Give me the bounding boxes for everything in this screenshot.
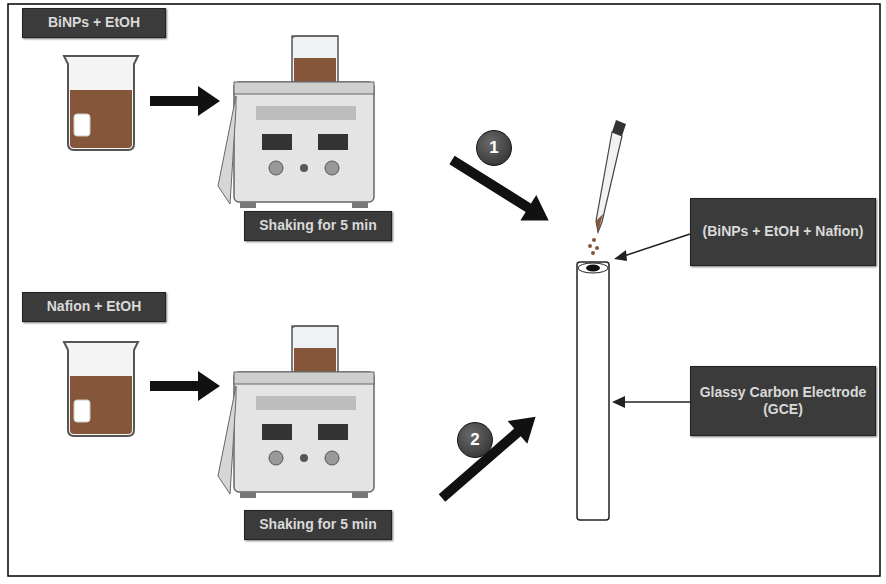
callout-number: 2: [470, 430, 479, 450]
label-text: Glassy Carbon Electrode (GCE): [699, 384, 867, 419]
callout-number: 1: [489, 138, 498, 158]
step-number: 1: [476, 130, 512, 166]
label-box: Nafion + EtOH: [22, 292, 166, 322]
label-text: (BiNPs + EtOH + Nafion): [702, 223, 863, 241]
label-box: (BiNPs + EtOH + Nafion): [690, 198, 876, 266]
label-box: Shaking for 5 min: [244, 211, 392, 241]
label-text: Shaking for 5 min: [259, 217, 376, 235]
step-number: 2: [457, 422, 493, 458]
label-text: Nafion + EtOH: [47, 298, 142, 316]
label-text: BiNPs + EtOH: [48, 14, 140, 32]
label-text: Shaking for 5 min: [259, 516, 376, 534]
label-box: Shaking for 5 min: [244, 510, 392, 540]
label-box: Glassy Carbon Electrode (GCE): [690, 366, 876, 436]
label-box: BiNPs + EtOH: [22, 8, 166, 38]
